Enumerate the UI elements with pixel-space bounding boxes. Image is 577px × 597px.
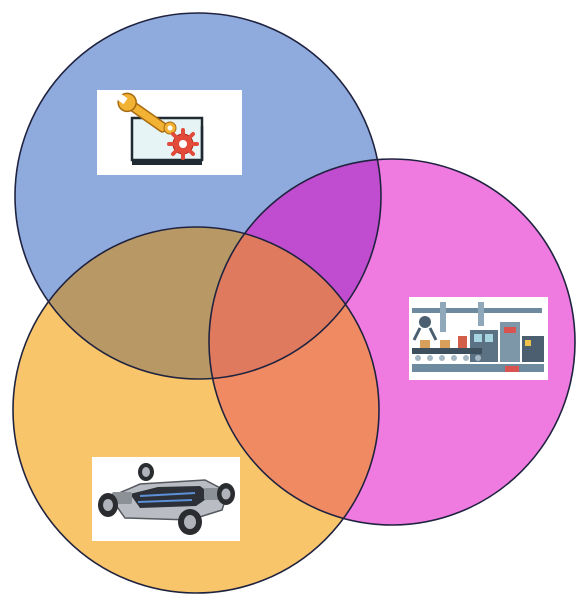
factory-assembly-line-icon — [409, 297, 548, 380]
wrench-gear-monitor-icon — [97, 89, 242, 175]
ev-chassis-icon — [92, 457, 240, 541]
